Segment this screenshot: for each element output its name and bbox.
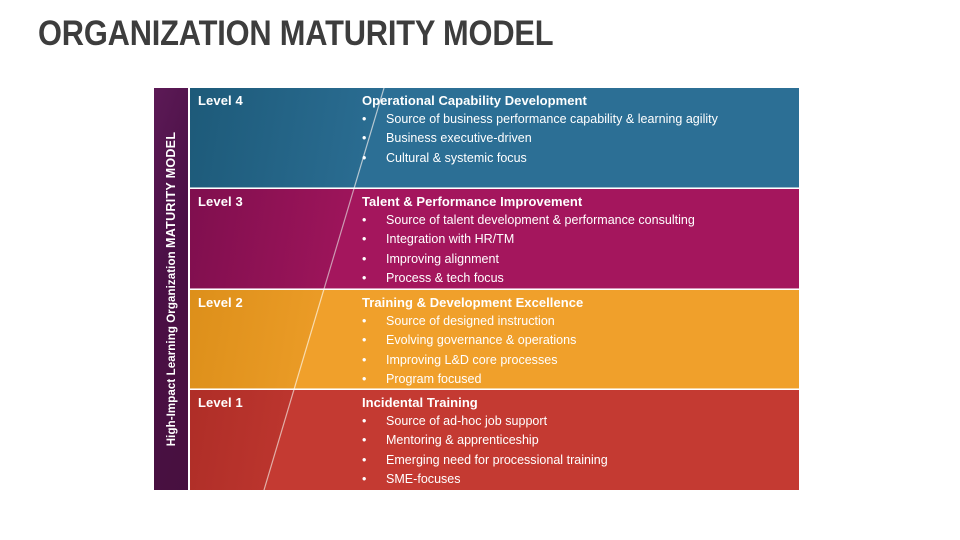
bullet-dot-icon: •	[362, 433, 367, 448]
level-label-4: Level 4	[198, 93, 243, 108]
bullet-text: Source of business performance capabilit…	[386, 112, 718, 126]
bullet-text: SME-focuses	[386, 472, 461, 487]
bullet-dot-icon: •	[362, 131, 367, 146]
level-content-1: Incidental Training • Source of ad-hoc jo…	[362, 394, 793, 490]
maturity-band-level-3[interactable]: Level 3 Talent & Performance Improvement…	[190, 189, 799, 289]
list-item: • Mentoring & apprenticeship	[362, 431, 793, 450]
list-item: • Process & tech focus	[362, 269, 793, 288]
bullet-text: Emerging need for processional training	[386, 452, 608, 467]
bullet-dot-icon: •	[362, 372, 367, 387]
maturity-band-level-2[interactable]: Level 2 Training & Development Excellenc…	[190, 290, 799, 389]
level-content-2: Training & Development Excellence • Sourc…	[362, 294, 793, 389]
level-label-2: Level 2	[198, 295, 243, 310]
bullet-text: Source of talent development & performan…	[386, 213, 695, 227]
maturity-band-level-1[interactable]: Level 1 Incidental Training • Source of a…	[190, 390, 799, 490]
level-content-4: Operational Capability Development • Sour…	[362, 92, 793, 168]
level-label-1: Level 1	[198, 395, 243, 410]
maturity-model-diagram: High-Impact Learning Organization MATURI…	[154, 88, 799, 490]
bullet-dot-icon: •	[362, 333, 367, 348]
level-label-3: Level 3	[198, 194, 243, 209]
level-content-3: Talent & Performance Improvement • Source…	[362, 193, 793, 289]
bullet-dot-icon: •	[362, 232, 367, 247]
list-item: • Improving alignment	[362, 250, 793, 269]
bullet-text: Program focused	[386, 372, 482, 387]
bullet-text: Process & tech focus	[386, 271, 504, 286]
list-item: • Business executive-driven	[362, 129, 793, 148]
list-item: • Evolving governance & operations	[362, 331, 793, 350]
list-item: • Source of talent development & performa…	[362, 211, 793, 230]
page-title: ORGANIZATION MATURITY MODEL	[38, 14, 554, 53]
list-item: • Emerging need for processional training	[362, 451, 793, 470]
level-bullets-2: • Source of designed instruction • Evolvin…	[362, 312, 793, 389]
list-item: • Cultural & systemic focus	[362, 149, 793, 168]
list-item: • Source of ad-hoc job support	[362, 412, 793, 431]
bullet-dot-icon: •	[362, 251, 367, 266]
bullet-text: Cultural & systemic focus	[386, 150, 527, 165]
level-bullets-1: • Source of ad-hoc job support • Mentoring…	[362, 412, 793, 490]
bullet-dot-icon: •	[362, 472, 367, 487]
bullet-text: Improving alignment	[386, 251, 499, 266]
bullet-text: Improving L&D core processes	[386, 352, 558, 367]
list-item: • Improving L&D core processes	[362, 351, 793, 370]
bullet-dot-icon: •	[362, 271, 367, 286]
bullet-dot-icon: •	[362, 213, 367, 227]
bullet-dot-icon: •	[362, 314, 367, 328]
level-heading-3: Talent & Performance Improvement	[362, 194, 583, 209]
list-item: • Program focused	[362, 370, 793, 389]
level-heading-4: Operational Capability Development	[362, 93, 587, 108]
maturity-band-level-4[interactable]: Level 4 Operational Capability Developme…	[190, 88, 799, 188]
bullet-dot-icon: •	[362, 414, 367, 428]
bullet-dot-icon: •	[362, 112, 367, 126]
list-item: • Source of business performance capabili…	[362, 110, 793, 129]
bullet-text: Business executive-driven	[386, 131, 532, 146]
list-item: • Source of designed instruction	[362, 312, 793, 331]
bullet-dot-icon: •	[362, 352, 367, 367]
level-heading-1: Incidental Training	[362, 395, 478, 410]
bullet-text: Mentoring & apprenticeship	[386, 433, 539, 448]
bullet-text: Integration with HR/TM	[386, 232, 515, 247]
rail-label-caps: MATURITY MODEL	[164, 131, 178, 248]
list-item: • SME-focuses	[362, 470, 793, 489]
level-bullets-3: • Source of talent development & performa…	[362, 211, 793, 289]
vertical-rail-label: High-Impact Learning Organization MATURI…	[164, 132, 178, 447]
rail-label-prefix: High-Impact Learning Organization	[166, 247, 178, 447]
bullet-dot-icon: •	[362, 150, 367, 165]
bullet-text: Evolving governance & operations	[386, 333, 577, 348]
bullet-dot-icon: •	[362, 452, 367, 467]
level-heading-2: Training & Development Excellence	[362, 295, 584, 310]
bullet-text: Source of ad-hoc job support	[386, 414, 548, 428]
bullet-text: Source of designed instruction	[386, 314, 555, 328]
vertical-rail: High-Impact Learning Organization MATURI…	[154, 88, 188, 490]
list-item: • Integration with HR/TM	[362, 230, 793, 249]
level-bullets-4: • Source of business performance capabili…	[362, 110, 793, 168]
